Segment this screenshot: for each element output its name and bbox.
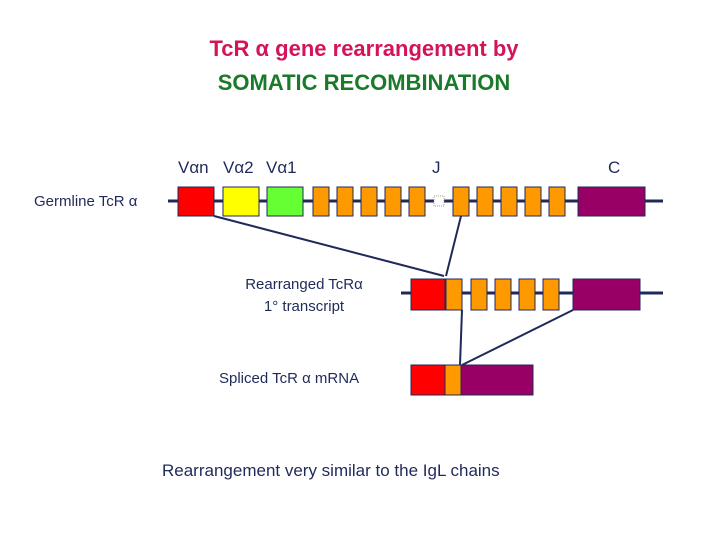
rearranged-v-segment: [410, 278, 446, 311]
rearranged-c-segment: [572, 278, 641, 311]
germline-v-alpha-1-segment: [266, 186, 304, 217]
rearranged-label-line-1: Rearranged TcRα: [245, 276, 363, 293]
germline-c-segment: [577, 186, 646, 217]
label-c: C: [608, 158, 621, 177]
germline-j-segment: [312, 186, 330, 217]
spliced-v-segment: [410, 364, 446, 396]
rearranged-j-segment: [494, 278, 512, 311]
rearranged-j-segment: [518, 278, 536, 311]
label-v-alpha-1: Vα1: [266, 158, 297, 177]
germline-v-alpha-n-segment: [177, 186, 215, 217]
germline-j-segment: [408, 186, 426, 217]
title-line-2: SOMATIC RECOMBINATION: [217, 70, 511, 95]
rearranged-j-segment: [470, 278, 488, 311]
germline-v-alpha-2-segment: [222, 186, 260, 217]
rearranged-vj-segment: [445, 278, 463, 311]
germline-label: Germline TcR α: [34, 193, 138, 210]
germline-j-segment: [384, 186, 402, 217]
label-j: J: [432, 158, 441, 177]
splice-line-vj: [459, 309, 463, 366]
germline-j-segment: [500, 186, 518, 217]
spliced-label: Spliced TcR α mRNA: [219, 370, 360, 387]
label-v-alpha-n: Vαn: [178, 158, 209, 177]
splice-line-c: [461, 309, 574, 366]
germline-j-segment: [360, 186, 378, 217]
footer-note: Rearrangement very similar to the IgL ch…: [162, 461, 500, 480]
rearranged-j-segment: [542, 278, 560, 311]
spliced-c-segment: [460, 364, 534, 396]
recombination-line-v: [213, 215, 445, 277]
spliced-j-segment: [444, 364, 462, 396]
germline-gap-marker: [433, 195, 445, 207]
rearranged-label-line-2: 1° transcript: [263, 298, 345, 315]
recombination-line-j: [445, 215, 462, 277]
germline-j-segment: [476, 186, 494, 217]
label-v-alpha-2: Vα2: [223, 158, 254, 177]
title-line-1: TcR α gene rearrangement by: [209, 36, 519, 61]
germline-j-segment: [548, 186, 566, 217]
germline-j-segment: [452, 186, 470, 217]
germline-j-segment: [336, 186, 354, 217]
germline-j-segment: [524, 186, 542, 217]
